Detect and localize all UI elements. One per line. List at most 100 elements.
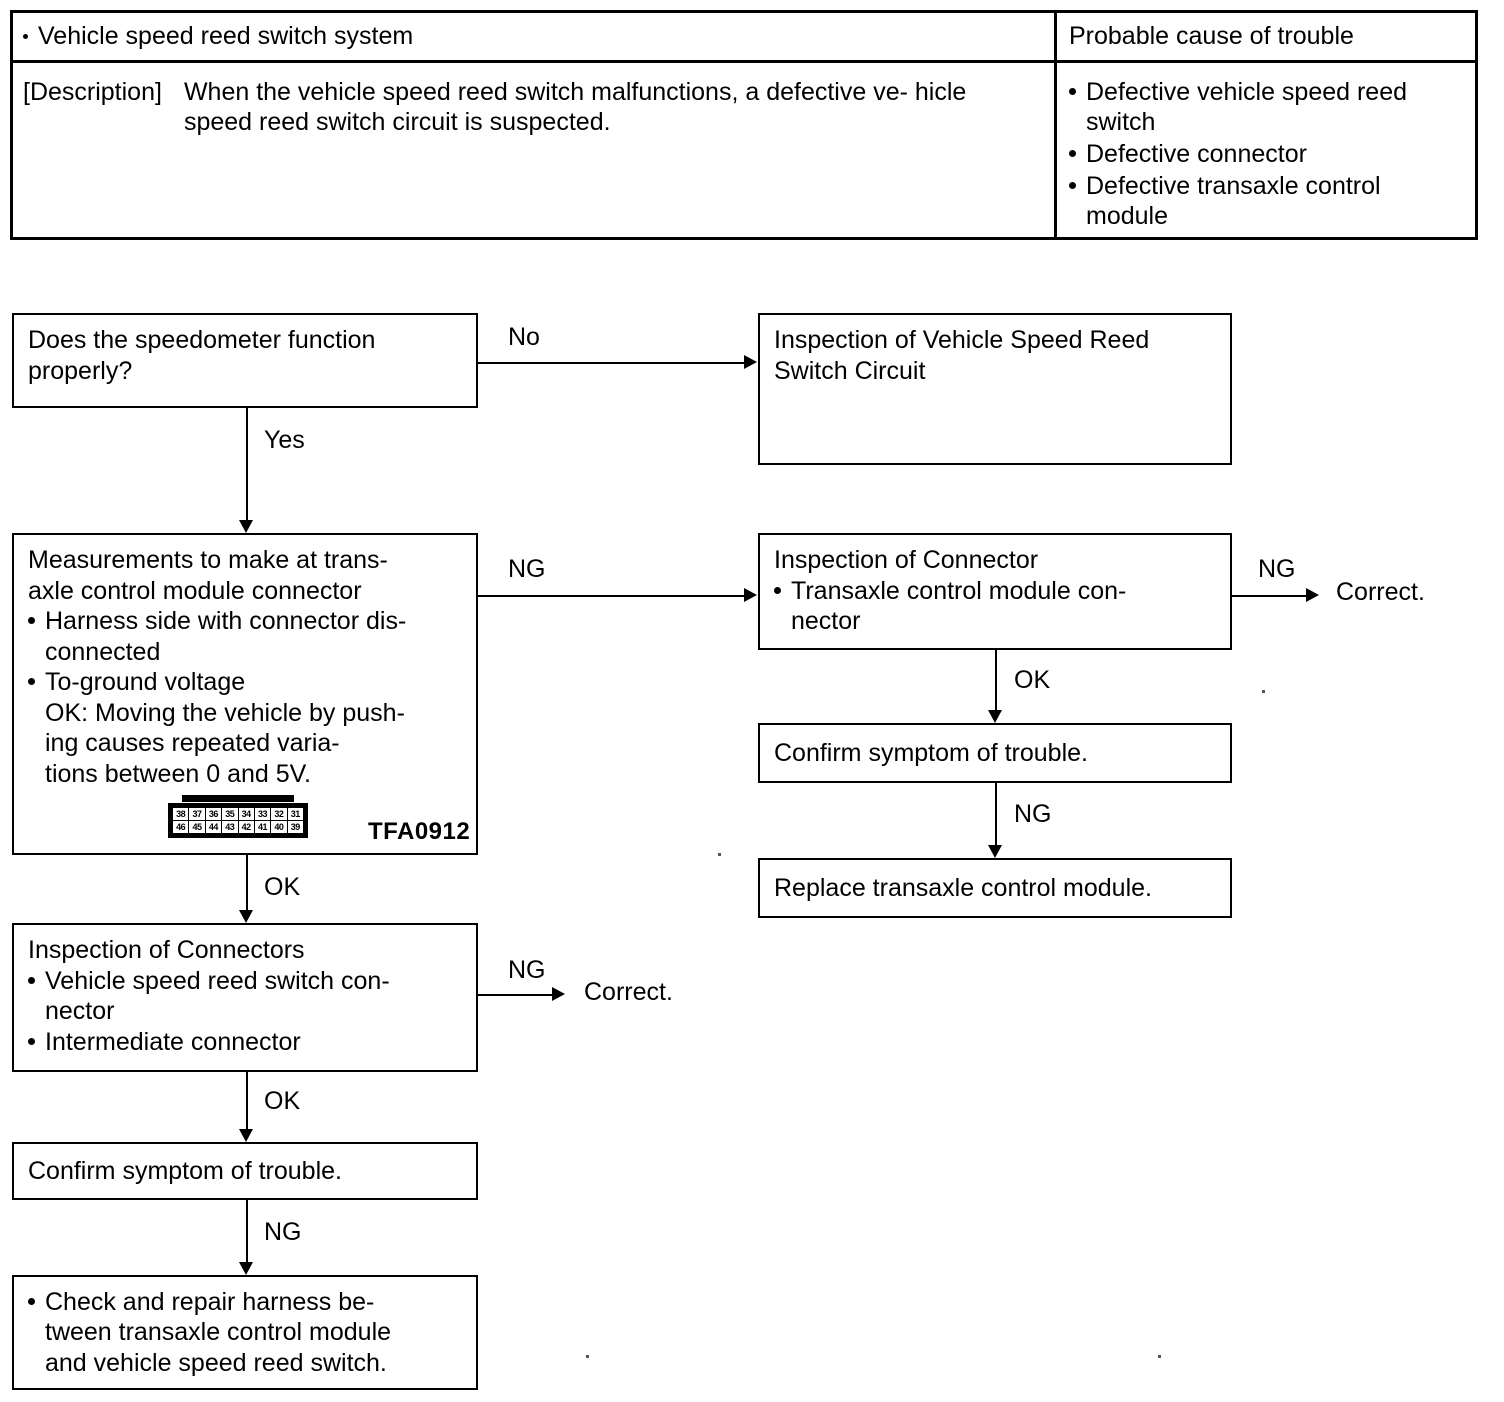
pin: 31 [287,808,303,820]
pin: 41 [254,821,271,833]
list-item: Check and repair harness be- tween trans… [28,1287,462,1379]
node-text: Confirm symptom of trouble. [774,738,1088,767]
connector-item-text: Transaxle control module con- nector [791,576,1127,636]
description-cell: [Description] When the vehicle speed ree… [13,63,1057,237]
list-item: Vehicle speed reed switch con- nector [28,966,462,1027]
description-label: [Description] [23,78,162,106]
connector-line-no [478,362,744,364]
node-measurements: Measurements to make at trans- axle cont… [12,533,478,855]
node-confirm-symptom-left: Confirm symptom of trouble. [12,1142,478,1200]
probable-cause-title: Probable cause of trouble [1069,22,1354,51]
table-body-row: [Description] When the vehicle speed ree… [13,63,1475,237]
bullet-icon [774,586,781,594]
connector-line-ok-inspection-connectors [246,1072,248,1129]
pin: 37 [189,808,205,820]
figure-code-label: TFA0912 [368,818,471,845]
pin: 44 [205,821,222,833]
connector-tab [182,795,294,802]
edge-label-ng-measurements: NG [508,555,546,583]
node-title: Measurements to make at trans- axle cont… [28,546,388,605]
connector-line-ng-inspection-connectors [478,994,552,996]
arrow-head-ng-measurements [744,588,757,602]
table-header-left-cell: Vehicle speed reed switch system [13,13,1057,60]
connector-shell: 38 37 36 35 34 33 32 31 46 45 44 43 42 4… [168,803,308,838]
arrow-head-ng-inspection-connectors [552,987,565,1001]
node-speedometer-question: Does the speedometer function properly? [12,313,478,408]
connector-line-ng-inspection-connector [1232,595,1306,597]
connector-item-text: Vehicle speed reed switch con- nector [45,966,390,1026]
bullet-icon [28,976,35,984]
node-title: Inspection of Connector [774,546,1039,574]
edge-label-ng-confirm-left: NG [264,1218,302,1246]
table-header-row: Vehicle speed reed switch system Probabl… [13,13,1475,63]
node-text: Does the speedometer function properly? [28,326,376,385]
pin: 33 [254,808,271,820]
cause-text: Defective transaxle control module [1086,172,1381,230]
measurement-item-text: Harness side with connector dis- connect… [45,607,407,666]
connector-item-text: Intermediate connector [45,1027,301,1056]
arrow-head-yes [239,520,253,533]
node-inspection-circuit: Inspection of Vehicle Speed Reed Switch … [758,313,1232,465]
system-title: Vehicle speed reed switch system [38,22,414,51]
list-item: Intermediate connector [28,1027,462,1058]
pin: 36 [205,808,222,820]
bullet-icon [28,617,35,624]
cause-text: Defective connector [1086,140,1307,168]
list-item: Defective vehicle speed reed switch [1069,77,1463,137]
bullet-icon [1069,88,1076,95]
edge-label-ok-inspection-connector: OK [1014,666,1051,694]
list-item: To-ground voltage OK: Moving the vehicle… [28,667,462,789]
node-text: Inspection of Vehicle Speed Reed Switch … [774,326,1150,385]
node-title: Inspection of Connectors [28,936,305,964]
pin: 40 [271,821,287,833]
node-check-repair-harness: Check and repair harness be- tween trans… [12,1275,478,1390]
bullet-icon [1069,182,1076,189]
arrow-head-ok-inspection-connector [988,710,1002,723]
node-inspection-connector: Inspection of Connector Transaxle contro… [758,533,1232,650]
arrow-head-ok-measurements [239,910,253,923]
list-item: Defective connector [1069,139,1463,169]
terminal-correct-right: Correct. [1336,578,1425,606]
pin: 43 [222,821,238,833]
connector-top-row: 38 37 36 35 34 33 32 31 [173,808,303,820]
node-text: Confirm symptom of trouble. [28,1156,342,1185]
connector-line-ng-confirm-right [995,783,997,845]
bullet-icon [28,1297,35,1305]
edge-label-ng-confirm-right: NG [1014,800,1052,828]
bullet-icon [1069,150,1076,157]
arrow-head-ng-confirm-left [239,1262,253,1275]
pin: 39 [287,821,303,833]
connector-line-yes [246,408,248,520]
connector-line-ng-measurements [478,595,744,597]
pin: 35 [222,808,238,820]
connector-bottom-row: 46 45 44 43 42 41 40 39 [173,821,303,833]
terminal-correct-left: Correct. [584,978,673,1006]
list-item: Transaxle control module con- nector [774,576,1216,637]
edge-label-ng-inspection-connectors: NG [508,956,546,984]
node-text: Replace transaxle control module. [774,873,1152,902]
scan-artifact [1262,690,1265,693]
node-inspection-connectors: Inspection of Connectors Vehicle speed r… [12,923,478,1072]
bullet-icon [23,34,28,39]
pin: 32 [271,808,287,820]
edge-label-yes: Yes [264,426,305,454]
edge-label-ok-measurements: OK [264,873,301,901]
connector-pinout-diagram: 38 37 36 35 34 33 32 31 46 45 44 43 42 4… [168,795,308,838]
node-confirm-symptom-right: Confirm symptom of trouble. [758,723,1232,783]
edge-label-no: No [508,323,540,351]
pin: 34 [238,808,254,820]
connector-line-ok-inspection-connector [995,650,997,710]
edge-label-ng-inspection-connector: NG [1258,555,1296,583]
pin: 46 [173,821,189,833]
edge-label-ok-inspection-connectors: OK [264,1087,301,1115]
pin: 45 [189,821,205,833]
arrow-head-ok-inspection-connectors [239,1129,253,1142]
list-item: Defective transaxle control module [1069,171,1463,231]
trouble-symptom-table: Vehicle speed reed switch system Probabl… [10,10,1478,240]
measurement-item-text: To-ground voltage OK: Moving the vehicle… [45,668,405,788]
scan-artifact [586,1355,589,1358]
pin: 38 [173,808,189,820]
arrow-head-no [744,355,757,369]
arrow-head-ng-confirm-right [988,845,1002,858]
